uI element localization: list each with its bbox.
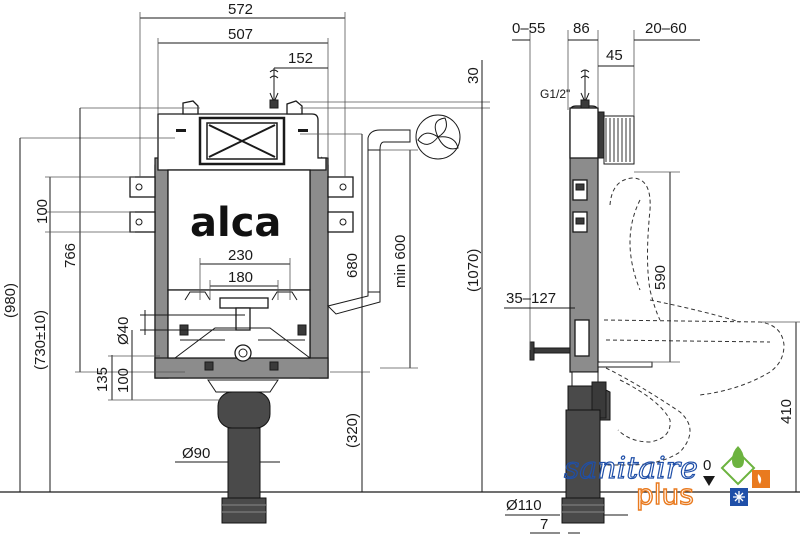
dim-230: 230	[228, 247, 253, 264]
dim-730: (730±10)	[32, 310, 49, 370]
dim-100-bottom: 100	[115, 368, 132, 393]
side-frame	[529, 69, 653, 373]
zero-marker	[703, 476, 715, 486]
dim-135: 135	[94, 367, 111, 392]
front-frame	[129, 68, 354, 379]
dim-30: 30	[465, 67, 482, 84]
dim-d110: Ø110	[506, 497, 542, 514]
drop-icon	[732, 446, 744, 468]
dim-zero: 0	[703, 457, 711, 474]
dim-507: 507	[228, 26, 253, 43]
dim-0-55: 0–55	[512, 20, 545, 37]
side-outlet-pipe	[561, 371, 611, 524]
dim-7: 7	[540, 516, 548, 533]
dim-35-127: 35–127	[506, 290, 556, 307]
dim-min600: min 600	[392, 235, 409, 288]
dim-d90: Ø90	[182, 445, 210, 462]
wc-bowl-outline	[603, 177, 785, 466]
dim-410: 410	[778, 399, 795, 424]
side-dimension-labels: 0–55 86 20–60 45 G1/2" 590 35–127 410 Ø1…	[506, 20, 795, 533]
dim-590: 590	[652, 265, 669, 290]
dim-100-left: 100	[34, 199, 51, 224]
watermark-line1: sanitaire	[564, 451, 698, 486]
dim-45: 45	[606, 47, 623, 64]
diamond-icon	[720, 450, 756, 486]
dim-980: (980)	[2, 283, 19, 318]
dim-g12: G1/2"	[540, 87, 570, 101]
watermark-logo: sanitaire plus	[563, 446, 770, 512]
brand-logo: alca	[190, 200, 281, 246]
dim-152: 152	[288, 50, 313, 67]
front-outlet-pipe	[207, 379, 279, 524]
dim-86: 86	[573, 20, 590, 37]
front-side-pipe	[327, 114, 461, 315]
dim-20-60: 20–60	[645, 20, 687, 37]
dim-d40: Ø40	[115, 317, 132, 345]
side-dimension-lines	[504, 30, 800, 534]
dim-1070: (1070)	[465, 249, 482, 292]
dim-766: 766	[62, 243, 79, 268]
front-dimension-labels: 572 507 152 30 100 766 (980) (730±10) 13…	[2, 1, 482, 462]
watermark-line2: plus	[636, 478, 694, 511]
dim-180: 180	[228, 269, 253, 286]
dim-320: (320)	[344, 413, 361, 448]
dim-680: 680	[344, 253, 361, 278]
front-dimension-lines	[19, 12, 490, 492]
dim-572: 572	[228, 1, 253, 18]
